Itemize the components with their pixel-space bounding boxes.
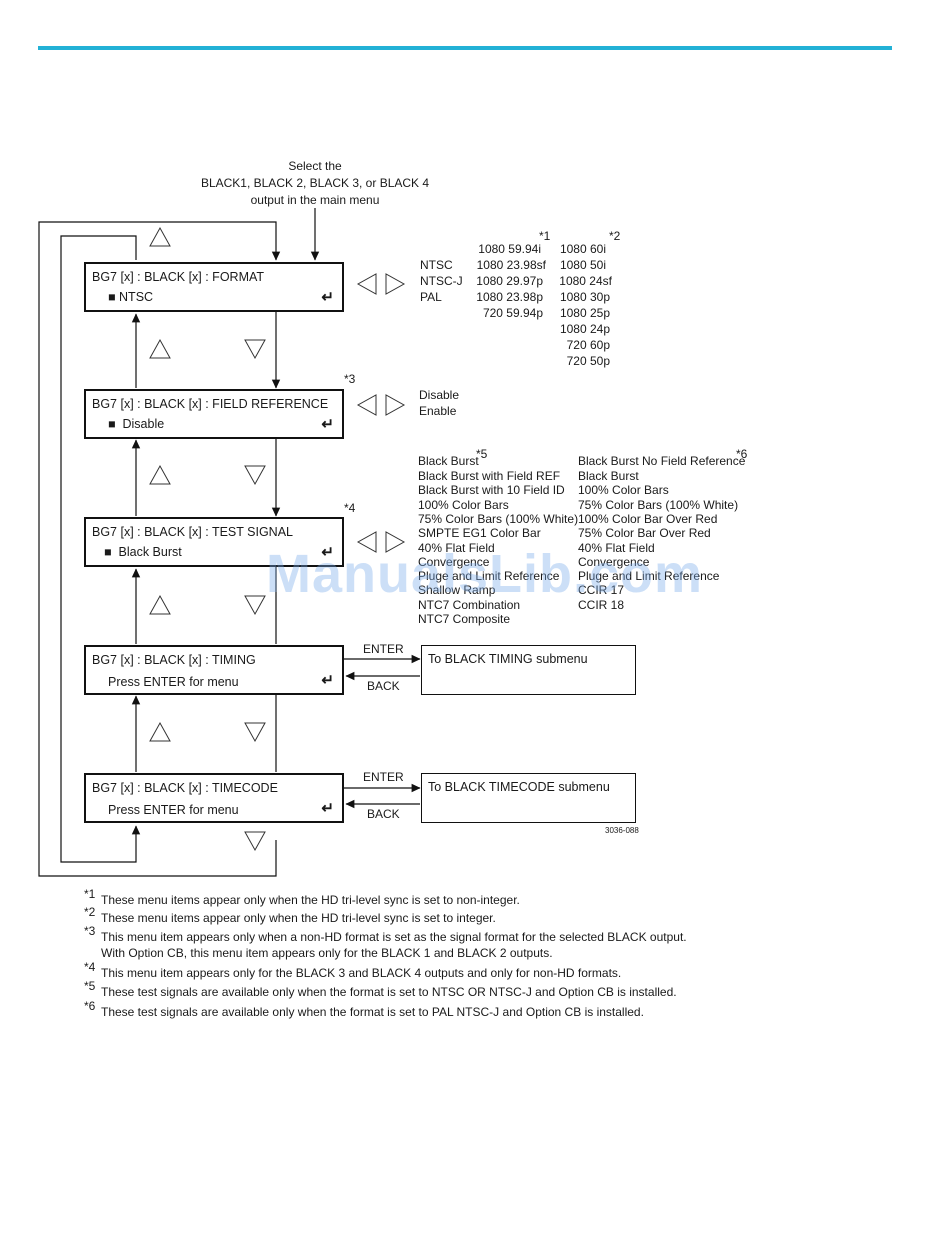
test-signal-option: Black Burst No Field Reference — [578, 454, 746, 468]
menu-test-signal[interactable]: BG7 [x] : BLACK [x] : TEST SIGNAL ■ Blac… — [84, 517, 344, 567]
test-signal-option: 40% Flat Field — [578, 540, 655, 555]
up-triangle-icon — [149, 721, 171, 742]
menu-hint: Press ENTER for menu — [108, 675, 239, 689]
enter-label: ENTER — [363, 642, 404, 656]
back-label: BACK — [367, 679, 400, 693]
header-rule — [38, 46, 892, 50]
test-signal-option: Black Burst — [418, 454, 479, 468]
right-triangle-icon — [385, 531, 406, 553]
test-signal-option: CCIR 18 — [578, 597, 625, 612]
format-non-integer-option: 1080 23.98sf — [476, 258, 546, 272]
test-signal-option: 75% Color Bars (100% White) — [418, 511, 579, 526]
enter-icon: ↵ — [321, 416, 334, 433]
up-triangle-icon — [149, 226, 171, 247]
format-integer-option: 1080 24sf — [559, 274, 612, 288]
submenu-label: To BLACK TIMING submenu — [428, 652, 588, 666]
left-triangle-icon — [356, 273, 377, 295]
format-sd-option: PAL — [420, 290, 442, 304]
submenu-timing[interactable]: To BLACK TIMING submenu — [421, 645, 636, 695]
test-signal-option: Black Burst with Field REF — [418, 469, 561, 483]
menu-title: BG7 [x] : BLACK [x] : FIELD REFERENCE — [92, 397, 329, 411]
format-integer-option: 1080 50i — [559, 258, 606, 272]
down-triangle-icon — [244, 831, 266, 852]
test-signal-option: 100% Color Bars — [418, 497, 509, 512]
format-non-integer-option: 1080 23.98p — [476, 290, 543, 304]
note-mark-3: *3 — [344, 372, 356, 386]
test-signal-option: Convergence — [418, 554, 490, 569]
format-non-integer-option: 1080 59.94i — [478, 242, 541, 256]
field-ref-option: Enable — [419, 404, 457, 418]
test-signal-option: NTC7 Combination — [418, 597, 521, 612]
test-signal-option: Black Burst — [578, 469, 639, 483]
test-signal-option: Pluge and Limit Reference — [418, 569, 560, 584]
figure-id: 3036-088 — [605, 826, 639, 835]
instruction-line-1: Select the — [288, 159, 342, 173]
enter-label: ENTER — [363, 770, 404, 784]
selected-value: ■ Disable — [108, 417, 165, 431]
format-sd-option: NTSC-J — [420, 274, 463, 288]
down-triangle-icon — [244, 465, 266, 486]
up-triangle-icon — [149, 464, 171, 485]
enter-icon: ↵ — [321, 800, 334, 817]
note-mark-6: *6 — [736, 447, 748, 461]
note-mark-5: *5 — [476, 447, 488, 461]
format-non-integer-option: 1080 29.97p — [476, 274, 543, 288]
menu-title: BG7 [x] : BLACK [x] : FORMAT — [92, 270, 265, 284]
field-ref-option: Disable — [419, 388, 460, 402]
menu-title: BG7 [x] : BLACK [x] : TIMING — [92, 653, 256, 667]
up-triangle-icon — [149, 594, 171, 615]
left-triangle-icon — [356, 394, 377, 416]
up-triangle-icon — [149, 338, 171, 359]
format-integer-option: 1080 25p — [559, 306, 610, 320]
format-non-integer-option: 720 59.94p — [482, 306, 543, 320]
note-mark-1: *1 — [539, 229, 551, 243]
note-mark-2: *2 — [609, 229, 621, 243]
format-integer-option: 720 50p — [566, 354, 610, 368]
instruction-line-2: BLACK1, BLACK 2, BLACK 3, or BLACK 4 — [200, 176, 430, 190]
format-integer-option: 1080 60i — [559, 242, 606, 256]
enter-icon: ↵ — [321, 672, 334, 689]
format-integer-option: 1080 30p — [559, 290, 610, 304]
selected-value: ■ Black Burst — [104, 545, 182, 559]
menu-timing[interactable]: BG7 [x] : BLACK [x] : TIMING Press ENTER… — [84, 645, 344, 695]
test-signal-option: 75% Color Bar Over Red — [578, 526, 711, 541]
submenu-label: To BLACK TIMECODE submenu — [428, 780, 610, 794]
down-triangle-icon — [244, 595, 266, 616]
menu-timecode[interactable]: BG7 [x] : BLACK [x] : TIMECODE Press ENT… — [84, 773, 344, 823]
test-signal-option: 100% Color Bars — [578, 483, 669, 498]
test-signal-option: Pluge and Limit Reference — [578, 569, 720, 584]
back-label: BACK — [367, 807, 400, 821]
menu-hint: Press ENTER for menu — [108, 803, 239, 817]
test-signal-option: NTC7 Composite — [418, 612, 511, 626]
instruction-line-3: output in the main menu — [250, 193, 380, 207]
format-integer-option: 1080 24p — [559, 322, 610, 336]
watermark: ManualsLib.com — [266, 544, 704, 604]
left-triangle-icon — [356, 531, 377, 553]
test-signal-option: Shallow Ramp — [418, 583, 496, 598]
menu-title: BG7 [x] : BLACK [x] : TIMECODE — [92, 781, 278, 795]
menu-title: BG7 [x] : BLACK [x] : TEST SIGNAL — [92, 525, 293, 539]
menu-field-reference[interactable]: BG7 [x] : BLACK [x] : FIELD REFERENCE ■ … — [84, 389, 344, 439]
menu-format[interactable]: BG7 [x] : BLACK [x] : FORMAT ■ NTSC ↵ — [84, 262, 344, 312]
test-signal-option: 40% Flat Field — [418, 540, 495, 555]
test-signal-option: 75% Color Bars (100% White) — [578, 497, 739, 512]
selected-value: ■ NTSC — [108, 290, 154, 304]
test-signal-option: CCIR 17 — [578, 583, 625, 598]
format-integer-option: 720 60p — [566, 338, 610, 352]
note-mark-4: *4 — [344, 501, 356, 515]
test-signal-option: SMPTE EG1 Color Bar — [418, 526, 541, 541]
test-signal-option: Black Burst with 10 Field ID — [418, 483, 565, 498]
test-signal-option: Convergence — [578, 554, 650, 569]
format-sd-option: NTSC — [420, 258, 453, 272]
down-triangle-icon — [244, 339, 266, 360]
right-triangle-icon — [385, 273, 406, 295]
submenu-timecode[interactable]: To BLACK TIMECODE submenu — [421, 773, 636, 823]
right-triangle-icon — [385, 394, 406, 416]
test-signal-option: 100% Color Bar Over Red — [578, 511, 718, 526]
enter-icon: ↵ — [321, 289, 334, 306]
down-triangle-icon — [244, 722, 266, 743]
enter-icon: ↵ — [321, 544, 334, 561]
